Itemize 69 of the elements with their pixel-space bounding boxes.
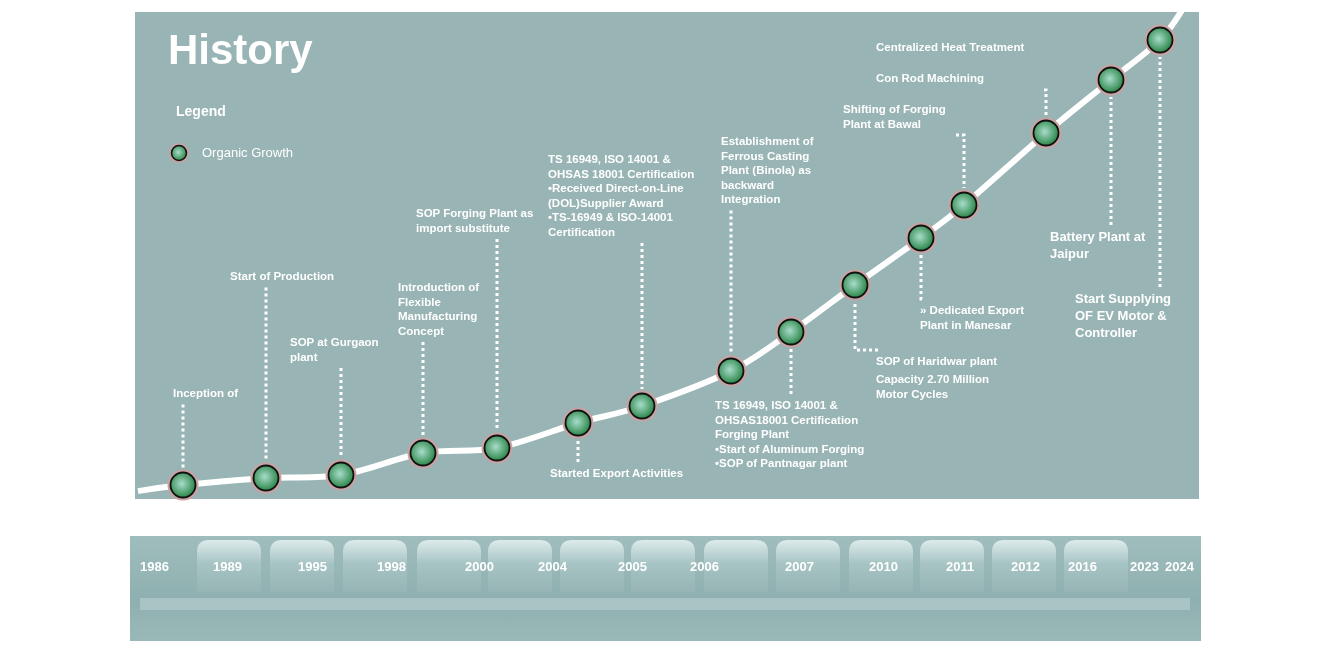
leader-line <box>789 349 793 394</box>
milestone-text: TS 16949, ISO 14001 & OHSAS18001 Certification Forging Plant <box>715 398 860 442</box>
milestone-text: •TS-16949 & ISO-14001 Certification <box>548 210 674 239</box>
year-label: 2012 <box>1011 559 1040 574</box>
legend-text: Organic Growth <box>202 145 294 160</box>
milestone-text: •Start of Aluminum Forging <box>715 441 866 456</box>
leader-line <box>729 210 733 354</box>
year-label: 2005 <box>618 559 647 574</box>
year-label: 2007 <box>785 559 814 574</box>
year-label: 1995 <box>298 559 327 574</box>
leader-line <box>1043 88 1048 116</box>
leader-line <box>1158 57 1162 287</box>
leader-line <box>181 404 185 468</box>
milestone-text: •Received Direct-on-Line (DOL)Supplier Award <box>548 181 685 210</box>
year-label: 2016 <box>1068 559 1097 574</box>
milestone-marker <box>561 406 595 440</box>
leader-line <box>339 368 343 458</box>
leader-line <box>495 239 499 431</box>
milestone-text: TS 16949, ISO 14001 & OHSAS 18001 Certification <box>548 152 696 181</box>
year-label: 2024 <box>1165 559 1194 574</box>
milestone-text: Start Supplying OF EV Motor & Controller <box>1075 291 1190 342</box>
milestone-text: Battery Plant at Jaipur <box>1050 229 1150 263</box>
milestone-marker <box>249 461 283 495</box>
milestone-text: » Dedicated Export Plant in Manesar <box>920 303 1040 332</box>
milestone-text: Con Rod Machining <box>876 70 985 86</box>
milestone-marker <box>324 458 358 492</box>
milestone-marker <box>947 188 981 222</box>
milestone-text: Introduction of Flexible Manufacturing Concept <box>398 280 488 338</box>
leader-line <box>421 342 425 436</box>
leader-line <box>853 302 878 352</box>
milestone-text: SOP Forging Plant as import substitute <box>416 206 541 235</box>
legend-heading: Legend <box>176 103 226 119</box>
year-label: 2023 <box>1130 559 1159 574</box>
milestone-marker <box>838 268 872 302</box>
leader-line <box>1109 97 1113 225</box>
year-label: 2004 <box>538 559 567 574</box>
milestone-text: Shifting of Forging Plant at Bawal <box>843 102 958 131</box>
leader-line <box>576 440 580 462</box>
milestone-text: SOP at Gurgaon plant <box>290 335 390 364</box>
milestone-text: Centralized Heat Treatment <box>876 40 1026 55</box>
milestone-marker <box>480 431 514 465</box>
milestone-text: Started Export Activities <box>550 466 700 481</box>
year-label: 2000 <box>465 559 494 574</box>
milestone-text: SOP of Haridwar plant <box>876 354 999 369</box>
leader-line <box>919 255 924 301</box>
title: History <box>168 26 313 74</box>
milestone-marker <box>904 221 938 255</box>
milestone-marker <box>774 315 808 349</box>
milestone-text: Capacity 2.70 Million Motor Cycles <box>876 371 991 402</box>
year-label: 2006 <box>690 559 719 574</box>
milestone-text: •SOP of Pantnagar plant <box>715 456 849 471</box>
milestone-marker <box>1143 23 1177 57</box>
milestone-marker <box>1029 116 1063 150</box>
milestone-marker <box>1094 63 1128 97</box>
milestone-text: Establishment of Ferrous Casting Plant (Binola) as backward Integration <box>721 134 826 207</box>
milestone-text: Inception of <box>173 386 253 401</box>
year-label: 1989 <box>213 559 242 574</box>
year-label: 1998 <box>377 559 406 574</box>
leader-line <box>956 133 966 188</box>
leader-line <box>640 243 644 389</box>
milestone-marker <box>625 389 659 423</box>
milestone-marker <box>406 436 440 470</box>
year-label: 2010 <box>869 559 898 574</box>
milestone-marker <box>166 468 200 502</box>
year-label: 1986 <box>140 559 169 574</box>
milestone-text: Start of Production <box>230 269 355 284</box>
leader-line <box>264 287 268 461</box>
milestone-marker <box>714 354 748 388</box>
year-label: 2011 <box>946 559 975 574</box>
